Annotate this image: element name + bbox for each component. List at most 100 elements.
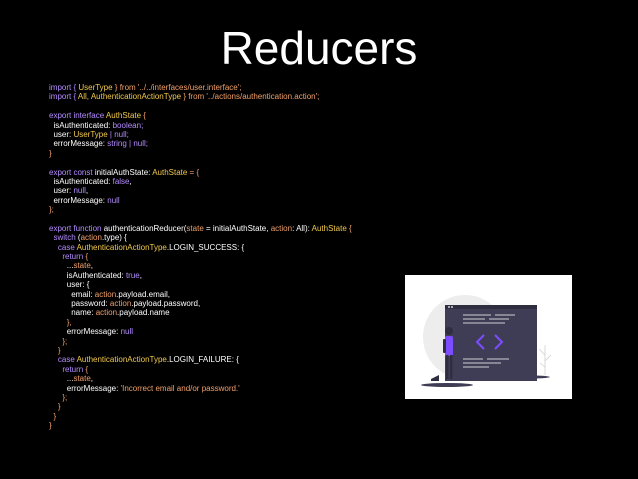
code-token: false	[112, 176, 130, 186]
code-line: errorMessage: null	[49, 196, 352, 205]
code-line: import { All, AuthenticationActionType }…	[49, 92, 352, 101]
code-token: null	[120, 327, 134, 337]
code-token: errorMessage:	[49, 383, 121, 393]
code-line: return {	[49, 252, 352, 261]
code-token: .payload.email,	[116, 289, 170, 299]
code-token: name:	[49, 308, 96, 318]
code-token: ...	[49, 374, 74, 384]
code-token: ,	[85, 186, 89, 196]
code-line: isAuthenticated: true,	[49, 271, 352, 280]
code-line: }	[49, 412, 352, 421]
code-line: errorMessage: 'Incorrect email and/or pa…	[49, 384, 352, 393]
code-token: ,	[86, 92, 91, 102]
code-token: .type) {	[101, 233, 127, 243]
code-token: isAuthenticated:	[49, 120, 113, 130]
code-token: errorMessage:	[49, 327, 121, 337]
code-line: export function authenticationReducer(st…	[49, 224, 352, 233]
code-token: authenticationReducer(	[103, 223, 187, 233]
code-line: user: {	[49, 280, 352, 289]
code-token: {	[141, 111, 146, 121]
code-token: UserType	[78, 83, 113, 92]
code-token: },	[49, 317, 72, 327]
code-line: isAuthenticated: boolean;	[49, 121, 352, 130]
code-token: export const	[49, 167, 95, 177]
code-token: isAuthenticated:	[49, 270, 126, 280]
code-token: };	[49, 205, 54, 215]
code-token: };	[49, 336, 68, 346]
code-token: string | null;	[107, 139, 149, 149]
code-line: };	[49, 205, 352, 214]
code-token: user: {	[49, 280, 90, 290]
code-token: state	[73, 374, 91, 384]
slide-title: Reducers	[220, 22, 418, 74]
code-token: }	[49, 148, 52, 158]
code-token: password:	[49, 298, 110, 308]
code-line: ...state,	[49, 374, 352, 383]
code-token: AuthenticationActionType	[90, 92, 182, 102]
code-line	[49, 214, 352, 223]
code-line: export interface AuthState {	[49, 111, 352, 120]
developer-code-screen-illustration-icon	[421, 295, 552, 387]
code-line: };	[49, 337, 352, 346]
code-token: ,	[139, 270, 142, 280]
code-token: import {	[49, 92, 78, 102]
code-token: import {	[49, 83, 79, 92]
code-line: };	[49, 393, 352, 402]
code-token: null	[73, 186, 86, 196]
code-token: export function	[49, 223, 104, 233]
code-token: errorMessage:	[49, 139, 108, 149]
code-token: ,	[90, 261, 94, 271]
code-line: import { UserType } from '../../interfac…	[49, 83, 352, 92]
code-token: AuthState	[152, 167, 188, 177]
code-token: .payload.name	[117, 308, 170, 318]
code-block: import { UserType } from '../../interfac…	[49, 83, 352, 430]
code-token: }	[49, 345, 61, 355]
code-line: ...state,	[49, 261, 352, 270]
code-line: errorMessage: string | null;	[49, 139, 352, 148]
code-line: case AuthenticationActionType.LOGIN_FAIL…	[49, 355, 352, 364]
code-token: email:	[49, 289, 95, 299]
code-token: 'Incorrect email and/or password.'	[120, 383, 240, 393]
code-token: state	[186, 223, 204, 233]
code-token: null	[107, 195, 120, 205]
code-line: }	[49, 402, 352, 411]
code-token: ,	[90, 374, 94, 384]
code-line: case AuthenticationActionType.LOGIN_SUCC…	[49, 243, 352, 252]
code-token: AuthenticationActionType	[76, 355, 167, 365]
code-token: initialAuthState:	[94, 167, 153, 177]
code-token: errorMessage:	[49, 195, 108, 205]
code-token: ...	[49, 261, 74, 271]
code-token: };	[49, 392, 68, 402]
code-line	[49, 158, 352, 167]
code-token: All	[77, 92, 87, 102]
code-line: isAuthenticated: false,	[49, 177, 352, 186]
code-line: email: action.payload.email,	[49, 290, 352, 299]
code-line: }	[49, 346, 352, 355]
code-line	[49, 102, 352, 111]
code-line: name: action.payload.name	[49, 308, 352, 317]
code-token: .LOGIN_SUCCESS: {	[166, 242, 245, 252]
code-token: export interface	[49, 111, 106, 121]
code-token: = initialAuthState,	[203, 223, 271, 233]
code-token: } from '../actions/authentication.action…	[181, 92, 320, 102]
code-token: }	[49, 411, 57, 421]
code-token: UserType	[73, 129, 108, 139]
code-token: }	[49, 402, 61, 412]
code-token: user:	[49, 129, 74, 139]
code-token: AuthenticationActionType	[76, 242, 167, 252]
code-token: | null;	[107, 129, 129, 139]
code-line: }	[49, 149, 352, 158]
code-token: ,	[129, 176, 132, 186]
code-token: action	[95, 308, 118, 318]
illustration-panel	[405, 275, 572, 399]
code-token: action	[270, 223, 293, 233]
code-token: user:	[49, 186, 74, 196]
code-token: }	[49, 421, 52, 431]
code-token: .LOGIN_FAILURE: {	[166, 355, 239, 365]
code-line: }	[49, 421, 352, 430]
code-token: : All):	[292, 223, 312, 233]
code-token: {	[346, 223, 352, 233]
code-line: return {	[49, 365, 352, 374]
code-token: boolean;	[112, 120, 144, 130]
code-token: switch	[49, 233, 78, 243]
